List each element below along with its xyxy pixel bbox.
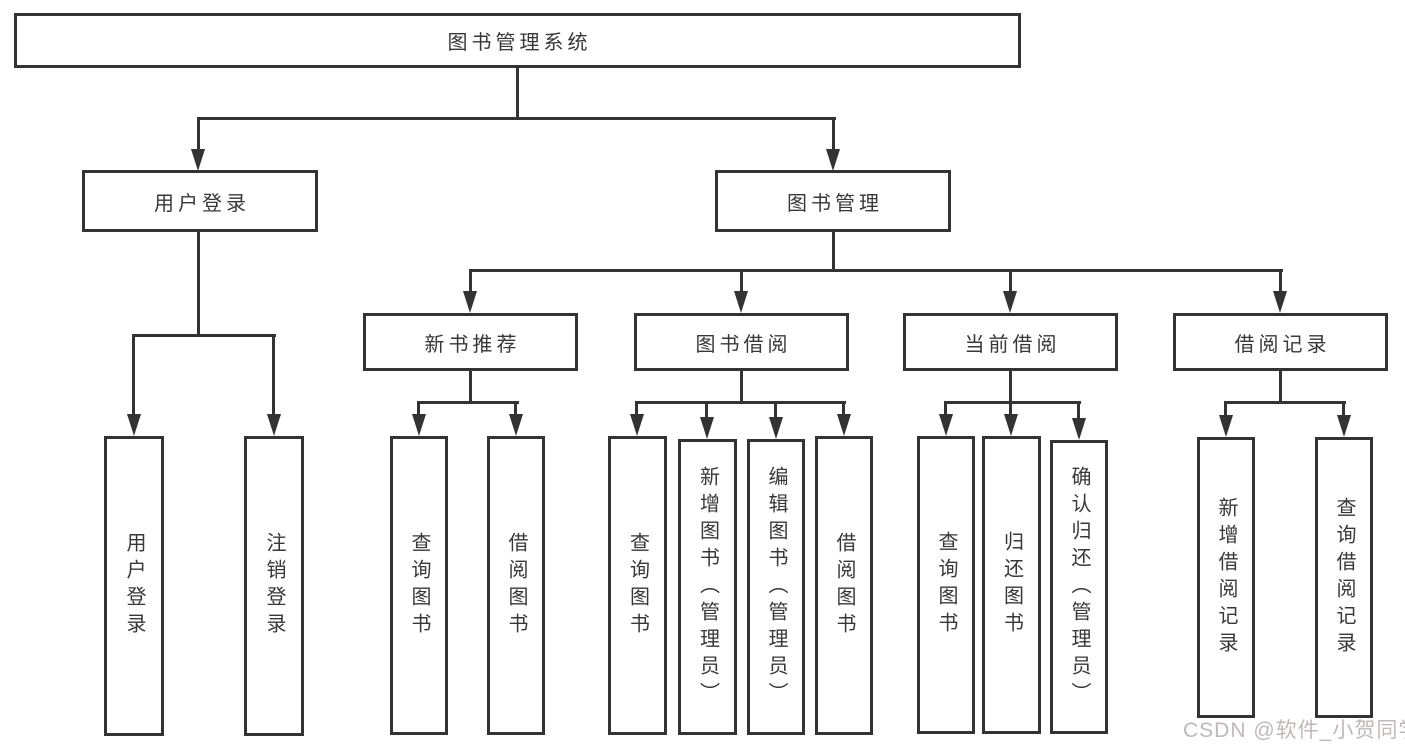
- leaf-label: 新增图书（管理员）: [696, 465, 719, 709]
- leaf-borrow-borrow-books: 借阅图书: [815, 436, 873, 735]
- connector-line: [1009, 371, 1012, 404]
- connector-line: [705, 401, 708, 419]
- arrowhead-down: [700, 417, 714, 439]
- connector-line: [516, 68, 519, 119]
- leaf-label: 用户登录: [123, 532, 145, 640]
- connector-line: [1077, 401, 1080, 420]
- arrowhead-down: [1337, 415, 1351, 437]
- arrowhead-down: [769, 417, 783, 439]
- leaf-current-query-books: 查询图书: [917, 436, 975, 734]
- arrowhead-down: [1003, 291, 1017, 313]
- connector-line: [1009, 401, 1012, 417]
- csdn-watermark: CSDN @软件_小贺同学: [1183, 719, 1405, 742]
- connector-line: [1279, 269, 1282, 295]
- connector-line: [417, 401, 420, 417]
- leaf-current-confirm-return-admin: 确认归还（管理员）: [1050, 440, 1108, 734]
- leaf-label: 注销登录: [263, 532, 285, 640]
- connector-line: [197, 117, 836, 120]
- node-library-system: 图书管理系统: [14, 13, 1021, 68]
- leaf-user-login: 用户登录: [104, 436, 164, 736]
- leaf-records-query-record: 查询借阅记录: [1315, 437, 1373, 718]
- arrowhead-down: [412, 414, 426, 436]
- connector-line: [740, 371, 743, 404]
- arrowhead-down: [191, 149, 205, 171]
- node-user-login: 用户登录: [82, 170, 318, 232]
- connector-line: [842, 401, 845, 417]
- arrowhead-down: [1072, 418, 1086, 440]
- arrowhead-down: [826, 149, 840, 171]
- connector-line: [944, 401, 1081, 404]
- arrowhead-down: [1004, 414, 1018, 436]
- connector-line: [197, 117, 200, 152]
- connector-line: [272, 334, 275, 416]
- leaf-label: 借阅图书: [833, 531, 855, 640]
- connector-line: [635, 401, 638, 417]
- node-borrow-records: 借阅记录: [1173, 313, 1388, 371]
- leaf-label: 编辑图书（管理员）: [765, 465, 787, 709]
- leaf-recommend-query-books: 查询图书: [390, 436, 448, 735]
- connector-line: [635, 401, 846, 404]
- connector-line: [514, 401, 517, 417]
- leaf-label: 归还图书: [1000, 531, 1023, 639]
- arrowhead-down: [630, 414, 644, 436]
- leaf-borrow-edit-books-admin: 编辑图书（管理员）: [747, 439, 805, 735]
- leaf-logout: 注销登录: [244, 436, 304, 736]
- leaf-label: 查询借阅记录: [1333, 496, 1355, 659]
- connector-line: [740, 269, 743, 295]
- leaf-label: 查询图书: [935, 531, 957, 639]
- connector-line: [132, 334, 276, 337]
- connector-line: [1009, 269, 1012, 295]
- connector-line: [197, 232, 200, 337]
- connector-line: [774, 401, 777, 419]
- arrowhead-down: [127, 414, 141, 436]
- leaf-current-return-books: 归还图书: [982, 436, 1041, 734]
- leaf-recommend-borrow-books: 借阅图书: [487, 436, 545, 735]
- connector-line: [944, 401, 947, 417]
- node-book-borrow: 图书借阅: [634, 313, 849, 371]
- connector-line: [1342, 401, 1345, 417]
- node-current-borrow: 当前借阅: [903, 313, 1118, 371]
- leaf-label: 借阅图书: [505, 531, 527, 640]
- connector-line: [469, 269, 1283, 272]
- arrowhead-down: [463, 291, 477, 313]
- connector-line: [132, 334, 135, 416]
- connector-line: [832, 232, 835, 272]
- arrowhead-down: [267, 414, 281, 436]
- leaf-label: 查询图书: [626, 531, 649, 640]
- connector-line: [1279, 371, 1282, 404]
- connector-line: [417, 401, 519, 404]
- leaf-label: 查询图书: [408, 531, 430, 640]
- arrowhead-down: [509, 414, 523, 436]
- connector-line: [469, 371, 472, 404]
- arrowhead-down: [1273, 291, 1287, 313]
- connector-line: [832, 117, 835, 152]
- arrowhead-down: [939, 414, 953, 436]
- arrowhead-down: [734, 291, 748, 313]
- connector-line: [1224, 401, 1227, 417]
- connector-line: [1224, 401, 1346, 404]
- node-book-management: 图书管理: [715, 170, 951, 232]
- leaf-borrow-add-books-admin: 新增图书（管理员）: [678, 439, 737, 735]
- leaf-label: 新增借阅记录: [1215, 496, 1237, 659]
- arrowhead-down: [837, 414, 851, 436]
- arrowhead-down: [1219, 415, 1233, 437]
- leaf-label: 确认归还（管理员）: [1068, 465, 1090, 709]
- leaf-records-add-record: 新增借阅记录: [1197, 437, 1255, 718]
- connector-line: [469, 269, 472, 295]
- node-new-book-recommend: 新书推荐: [363, 313, 578, 371]
- leaf-borrow-query-books: 查询图书: [608, 436, 667, 735]
